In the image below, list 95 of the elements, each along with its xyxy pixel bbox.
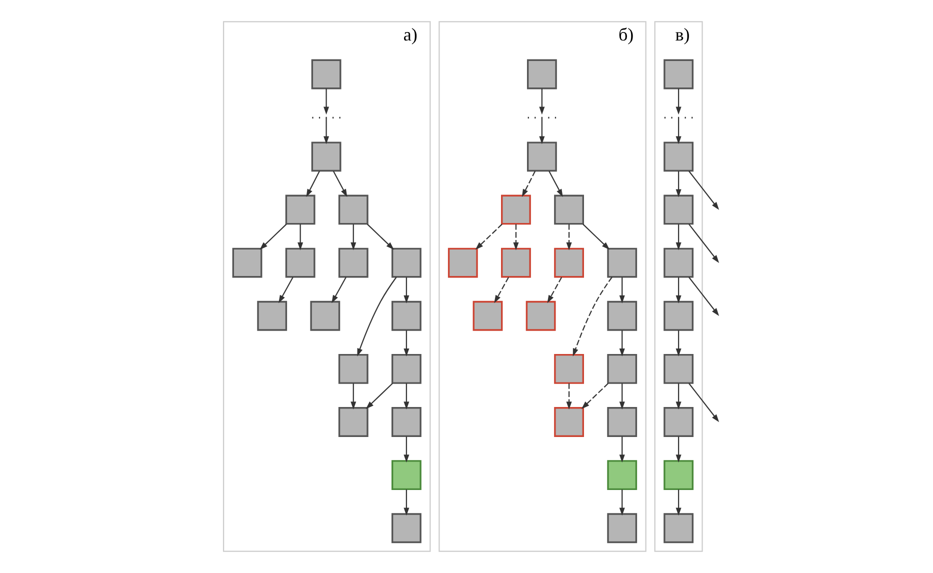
node-box [664,513,694,544]
node-box [310,300,340,331]
arrow [332,170,348,198]
node-box [448,248,478,278]
arrow [324,88,330,115]
arrow [688,383,720,422]
arrow [548,170,563,198]
node-box [311,142,342,172]
arrow [581,382,609,409]
node-box [338,354,368,384]
arrow [619,383,625,410]
arrow [324,118,330,144]
node-box [338,407,368,437]
arrow [676,490,682,516]
arrow [566,383,572,410]
node-box [526,59,557,90]
arrow [619,436,625,463]
node-box [607,300,638,331]
cluster: а) [222,21,431,552]
arrow [688,276,720,316]
node-box [311,59,342,90]
node-box [526,142,557,172]
arrow [522,170,536,198]
node-box [526,300,556,331]
arrow [619,277,625,304]
arrow [676,383,682,410]
arrow [404,490,410,516]
arrow [366,224,394,250]
arrow [676,277,682,304]
node-box [664,407,694,437]
arrow [539,88,545,115]
arrow [688,170,720,210]
arrow [404,330,410,356]
node-box [664,354,694,384]
node-box [554,354,584,384]
node-box [607,354,638,384]
cluster: в) [654,21,703,552]
arrow [566,224,572,250]
arrow [298,224,304,250]
node-box [554,407,584,437]
node-box [607,460,638,490]
node-box [664,460,694,490]
arrow [513,224,519,250]
node-box [472,300,503,331]
arrow [404,277,410,304]
arrow [278,277,294,304]
node-box [392,300,422,331]
node-box [664,59,694,90]
arrow [688,224,720,263]
arrow [676,436,682,463]
node-box [392,513,422,544]
node-box [392,248,422,278]
arrow [494,276,510,304]
arrow [547,276,562,304]
node-box [554,248,584,278]
arrow [404,383,410,410]
arrow [260,224,287,250]
arrow [332,276,346,304]
cluster: б) [438,21,646,552]
arrow [676,224,682,250]
arrow [350,224,356,250]
node-box [664,248,694,278]
node-box [607,407,638,437]
arrow [366,382,393,409]
arrow [676,88,682,115]
node-box [285,194,316,225]
arrow [676,171,682,198]
node-box [664,142,694,172]
node-box [257,300,288,331]
node-box [664,300,694,331]
node-box [607,513,638,544]
node-box [554,194,584,225]
arrow [404,436,410,463]
arrow [582,224,610,250]
node-box [285,248,316,278]
node-box [338,248,368,278]
arrow [306,170,320,198]
node-box [392,460,422,490]
node-box [338,194,368,225]
arrow [350,383,356,410]
node-box [392,407,422,437]
node-box [501,194,531,225]
arrow [619,490,625,516]
arrow [539,118,545,144]
node-box [392,354,422,384]
arrow [357,276,397,356]
arrow [619,330,625,356]
arrow [676,118,682,144]
node-box [607,248,638,278]
node-box [232,248,262,278]
arrow [572,276,612,356]
node-box [664,194,694,225]
arrow [475,224,502,250]
arrow [676,330,682,356]
node-box [501,248,531,278]
